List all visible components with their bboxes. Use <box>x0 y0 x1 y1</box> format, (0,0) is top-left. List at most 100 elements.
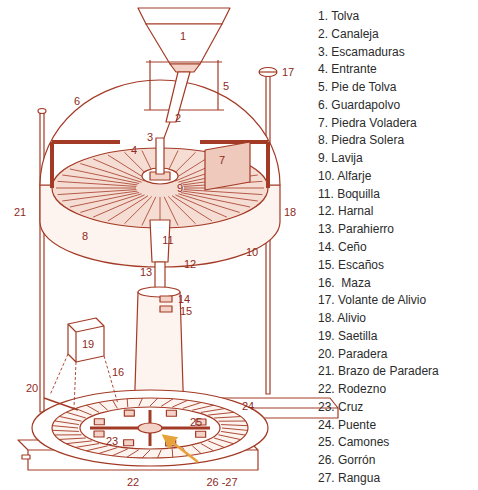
escamaduras <box>164 122 170 138</box>
groove <box>62 191 137 201</box>
part-name: 22. Rodezno <box>318 383 386 395</box>
part-name: 18. Alivio <box>318 312 366 324</box>
blade <box>52 426 78 428</box>
escanos <box>160 306 172 312</box>
callout-number: 13 <box>140 267 152 278</box>
part-name: 11. Boquilla <box>318 188 380 200</box>
part-name: 25. Camones <box>318 436 389 448</box>
paradera <box>44 398 78 410</box>
blade <box>172 449 173 457</box>
groove <box>172 196 212 221</box>
callout-number: 11 <box>162 235 173 246</box>
part-name: 26. Gorrón <box>318 454 375 466</box>
part-name: 12. Harnal <box>318 205 373 217</box>
part-name: 1. Tolva <box>318 10 359 22</box>
cutaway-wall-left <box>52 142 120 188</box>
blade <box>172 400 187 407</box>
blade <box>59 438 85 439</box>
blade <box>221 431 245 435</box>
gorron <box>138 423 162 433</box>
callout-number: 9 <box>177 183 183 194</box>
callout-number: 10 <box>246 247 258 258</box>
callout-number: 24 <box>242 401 254 412</box>
callout-number: 16 <box>112 367 124 378</box>
callout-number: 20 <box>26 383 38 394</box>
cruz <box>90 410 210 446</box>
groove <box>124 196 151 223</box>
blade <box>142 450 150 458</box>
ceno <box>160 296 172 302</box>
part-name: 21. Brazo de Paradera <box>318 365 439 377</box>
blade <box>218 421 245 422</box>
blade <box>150 398 158 406</box>
camon <box>124 440 134 446</box>
blade <box>214 438 233 444</box>
callout-number: 23 <box>106 436 118 447</box>
saetilla <box>68 318 104 362</box>
blade <box>86 405 99 412</box>
part-name: 6. Guardapolvo <box>318 99 400 111</box>
callout-number: 17 <box>282 67 294 78</box>
blade <box>139 398 143 406</box>
callout-number: 22 <box>127 477 139 488</box>
blade <box>218 435 240 440</box>
blade <box>183 402 202 408</box>
part-name: 8. Piedra Solera <box>318 134 404 146</box>
camon <box>94 419 104 425</box>
part-name: 13. Parahierro <box>318 223 394 235</box>
callout-number: 25 <box>190 417 202 428</box>
blade <box>52 430 79 431</box>
part-name: 5. Pie de Tolva <box>318 81 397 93</box>
camon <box>124 410 134 416</box>
camon <box>196 431 206 437</box>
camon <box>94 431 104 437</box>
blade <box>192 405 213 410</box>
camon <box>166 410 176 416</box>
callout-number: 21 <box>14 207 26 218</box>
paradera-link <box>50 354 118 408</box>
groove <box>168 196 195 223</box>
rodezno <box>32 390 268 466</box>
rangua-arrow <box>164 436 198 462</box>
part-name: 16. Maza <box>318 277 371 289</box>
groove <box>56 188 136 189</box>
blade <box>55 434 82 435</box>
tolva <box>138 8 230 72</box>
part-name: 2. Canaleja <box>318 28 379 40</box>
blade <box>99 402 108 410</box>
blade <box>192 446 201 454</box>
groove <box>70 193 139 208</box>
rodezno-blades <box>52 398 247 458</box>
part-name: 3. Escamaduras <box>318 46 405 58</box>
callout-number: 1 <box>180 31 186 42</box>
part-name: 19. Saetilla <box>318 330 377 342</box>
blade <box>113 400 118 408</box>
callout-number: 2 <box>175 113 181 124</box>
groove <box>184 190 263 195</box>
blade <box>161 399 173 406</box>
blade <box>67 412 86 418</box>
callout-number: 12 <box>184 259 196 270</box>
stone-block <box>205 142 250 190</box>
part-name: 15. Escaños <box>318 259 384 271</box>
blade <box>66 441 91 444</box>
part-name: 7. Piedra Voladera <box>318 117 417 129</box>
blade <box>55 421 79 425</box>
blade <box>222 428 248 430</box>
callout-number: 6 <box>74 96 80 107</box>
part-name: 27. Rangua <box>318 472 380 484</box>
callout-number: 19 <box>82 339 94 350</box>
part-name: 4. Entrante <box>318 63 377 75</box>
groove <box>184 188 264 189</box>
part-name: 23. Cruz <box>318 401 363 413</box>
groove <box>58 190 137 195</box>
blade <box>158 450 162 458</box>
part-name: 9. Lavija <box>318 152 363 164</box>
blade <box>127 450 139 457</box>
part-name: 14. Ceño <box>318 241 367 253</box>
blade <box>75 444 99 448</box>
callout-number: 8 <box>82 231 88 242</box>
groove <box>62 175 137 185</box>
part-name: 24. Puente <box>318 419 376 431</box>
